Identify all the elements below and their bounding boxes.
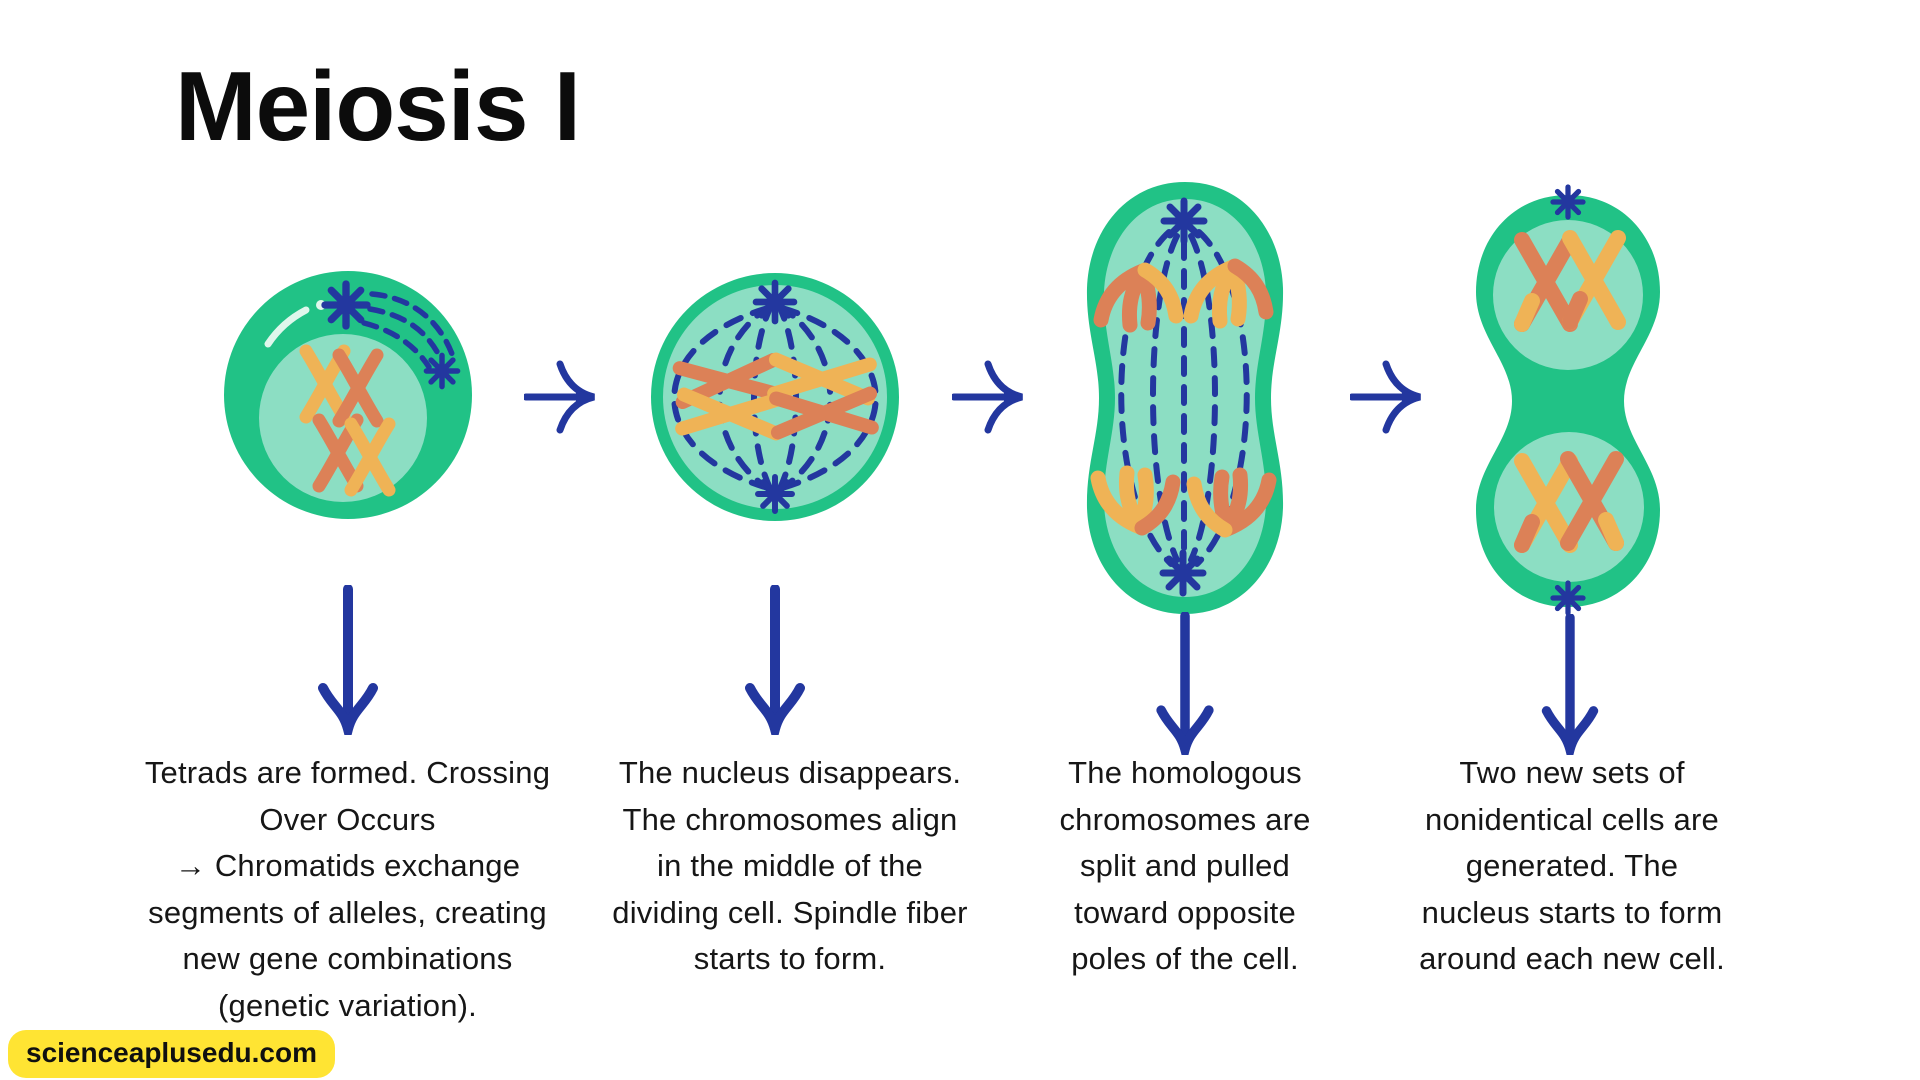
chromatid-tip: [1570, 299, 1580, 322]
spindle-pole-icon: [1553, 583, 1583, 613]
spindle-fibers: [1118, 229, 1250, 567]
spindle-pole-icon: [1553, 187, 1583, 217]
chromatid-tip: [1522, 522, 1532, 545]
spindle-fibers: [361, 291, 455, 370]
spindle-fibers: [671, 301, 879, 495]
down-arrow-icon: [1541, 614, 1599, 755]
page-title: Meiosis I: [175, 51, 581, 161]
spindle-pole-icon: [325, 284, 367, 326]
spindle-pole-icon: [426, 355, 457, 386]
chromatid-tip: [1522, 301, 1532, 324]
chromatid-tip: [1606, 520, 1616, 543]
down-arrow-icon: [1156, 612, 1214, 755]
stage-3-cell-anaphase: [1086, 182, 1284, 614]
right-arrow-icon: [952, 360, 1023, 434]
stage-1-description: Tetrads are formed. Crossing Over Occurs…: [144, 755, 551, 1023]
stage-3-description: The homologous chromosomes are split and…: [1059, 755, 1311, 976]
spindle-pole-icon: [758, 477, 792, 511]
spindle-pole-icon: [756, 283, 794, 321]
stage-1-cell-prophase: [224, 271, 472, 519]
down-arrow-icon: [318, 585, 378, 735]
stage-2-cell-metaphase: [651, 273, 899, 521]
down-arrow-icon: [745, 585, 805, 735]
stage-4-description: Two new sets of nonidentical cells are g…: [1419, 755, 1725, 976]
stage-2-description: The nucleus disappears. The chromosomes …: [612, 755, 968, 976]
spindle-pole-icon: [1163, 553, 1203, 593]
watermark-badge: scienceaplusedu.com: [8, 1030, 336, 1078]
right-arrow-icon: [524, 360, 595, 434]
right-arrow-icon: [1350, 360, 1421, 434]
stage-4-cells-telophase: [1476, 178, 1660, 624]
spindle-pole-icon: [1164, 201, 1204, 241]
